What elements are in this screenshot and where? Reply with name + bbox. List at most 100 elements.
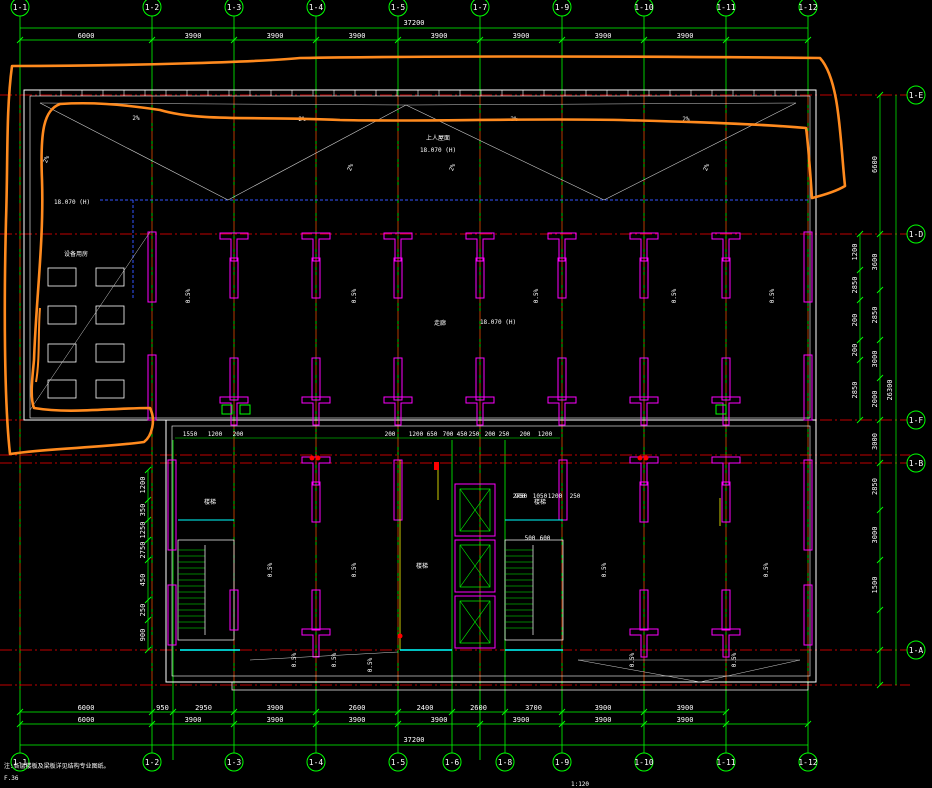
floor-drain-a	[249, 651, 399, 661]
equipment-box-4	[47, 343, 77, 363]
roof-ridge-3	[603, 102, 797, 201]
lower-inner-wall	[171, 425, 811, 677]
slope-label: 0.5%	[351, 562, 358, 577]
bottom-axis-bubble-1-6-label: 1-6	[445, 758, 460, 767]
right-dim-label: 3000	[871, 433, 879, 450]
bottom-axis-bubble-1-12	[798, 752, 818, 772]
orange-markup-inner	[35, 307, 41, 383]
slope-label: 0.5%	[763, 562, 770, 577]
column-top-5	[629, 232, 659, 262]
equipment-box-3	[95, 305, 125, 325]
left-dim-tick	[144, 646, 152, 654]
right-dim-tick	[876, 646, 884, 654]
slope-label: 0.5%	[351, 288, 358, 303]
column-mid-4	[557, 357, 567, 401]
column-top-1	[301, 232, 331, 262]
elevation-top: 18.070 (H)	[420, 147, 456, 154]
mid-dim-label: 1050	[533, 493, 548, 500]
roof-diag-left	[29, 231, 151, 411]
mid-dim-label: 600	[540, 535, 551, 542]
bottom-axis-bubble-1-8-label: 1-8	[498, 758, 513, 767]
top-axis-bubble-1-5	[388, 0, 408, 17]
right-dim-label: 2850	[871, 307, 879, 324]
right-dim-label: 2850	[871, 478, 879, 495]
top-dim-tick	[476, 36, 484, 44]
column-top-3	[465, 232, 495, 262]
column-top-stem-0	[229, 257, 239, 299]
right-axis-bubble-1-A	[906, 640, 926, 660]
core-red-mark	[434, 462, 439, 470]
bottom-axis-bubble-1-9-label: 1-9	[555, 758, 570, 767]
bottom-major-label: 6000	[78, 704, 95, 712]
left-dim-tick	[144, 556, 152, 564]
right-dim-label: 2000	[871, 391, 879, 408]
right-inner-dim-label: 2850	[851, 277, 859, 294]
bottom-axis-bubble-1-3-label: 1-3	[227, 758, 242, 767]
right-total-label: 26300	[886, 379, 894, 400]
left-dim-tick	[144, 616, 152, 624]
red-marker-1	[315, 455, 321, 461]
bottom-major-label: 3700	[525, 704, 542, 712]
column-mid-t-0	[219, 396, 249, 426]
bottom-major-tick	[501, 708, 509, 716]
drain-box-1	[239, 404, 251, 415]
mid-dim-label: 200	[233, 431, 244, 438]
elevation-center: 18.070 (H)	[480, 319, 516, 326]
top-axis-bubble-1-7	[470, 0, 490, 17]
bottom-top-row-tick	[312, 720, 320, 728]
bottom-major-label: 2400	[417, 704, 434, 712]
mid-dim-label: 1200	[538, 431, 553, 438]
equipment-box-0	[47, 267, 77, 287]
left-stair-outline	[177, 539, 235, 641]
bottom-top-row-label: 6000	[78, 716, 95, 724]
mid-dim-label: 1200	[409, 431, 424, 438]
bottom-top-row-label: 3900	[267, 716, 284, 724]
left-dim-label: 450	[139, 574, 147, 587]
top-axis-bubble-1-9-label: 1-9	[555, 3, 570, 12]
mid-dim-label: 250	[469, 431, 480, 438]
room-label-roof: 上人屋面	[426, 134, 450, 142]
top-axis-bubble-1-3-label: 1-3	[227, 3, 242, 12]
bottom-axis-bubble-1-11-label: 1-11	[716, 758, 735, 767]
room-label-stair-a: 楼梯	[204, 498, 216, 506]
top-axis-bubble-1-5-label: 1-5	[391, 3, 406, 12]
left-dim-tick	[144, 496, 152, 504]
bottom-top-row-label: 3900	[349, 716, 366, 724]
column-edge-b-1	[803, 354, 813, 421]
mid-dim-label: 1550	[183, 431, 198, 438]
top-axis-bubble-1-11-label: 1-11	[716, 3, 735, 12]
bottom-axis-bubble-1-4	[306, 752, 326, 772]
mid-dim-label: 450	[457, 431, 468, 438]
top-axis-bubble-1-1-label: 1-1	[13, 3, 28, 12]
top-axis-bubble-1-12	[798, 0, 818, 17]
slope-label: 0.5%	[267, 562, 274, 577]
right-inner-dim-tick	[856, 296, 864, 304]
core-shaft-0	[454, 483, 496, 537]
slope-label: 2%	[42, 155, 51, 165]
column-mid-5	[639, 357, 649, 401]
roof-ridge-top-b	[405, 102, 797, 106]
bottom-note: 注:各层楼板及梁板详见结构专业图纸。	[4, 762, 110, 770]
bottom-major-label: 2600	[470, 704, 487, 712]
top-dim-tick	[394, 36, 402, 44]
bottom-axis-bubble-1-1	[10, 752, 30, 772]
left-dim-tick	[144, 596, 152, 604]
slope-label: 0.5%	[601, 562, 608, 577]
top-total-label: 37200	[403, 19, 424, 27]
bottom-top-row-label: 3900	[513, 716, 530, 724]
column-mid-2	[393, 357, 403, 401]
column-mid-1	[311, 357, 321, 401]
core-x2-1	[459, 544, 491, 588]
bottom-top-row-tick	[558, 720, 566, 728]
column-lower-2	[711, 456, 741, 486]
bottom-major-tick	[394, 708, 402, 716]
bottom-total-label: 37200	[403, 736, 424, 744]
column-edge-a-1	[803, 231, 813, 303]
column-top-4	[547, 232, 577, 262]
right-dim-tick	[876, 286, 884, 294]
mid-dim-label: 500	[525, 535, 536, 542]
top-dim-tick	[804, 36, 812, 44]
core-x2-2	[459, 600, 491, 644]
mid-dim-label: 200	[485, 431, 496, 438]
